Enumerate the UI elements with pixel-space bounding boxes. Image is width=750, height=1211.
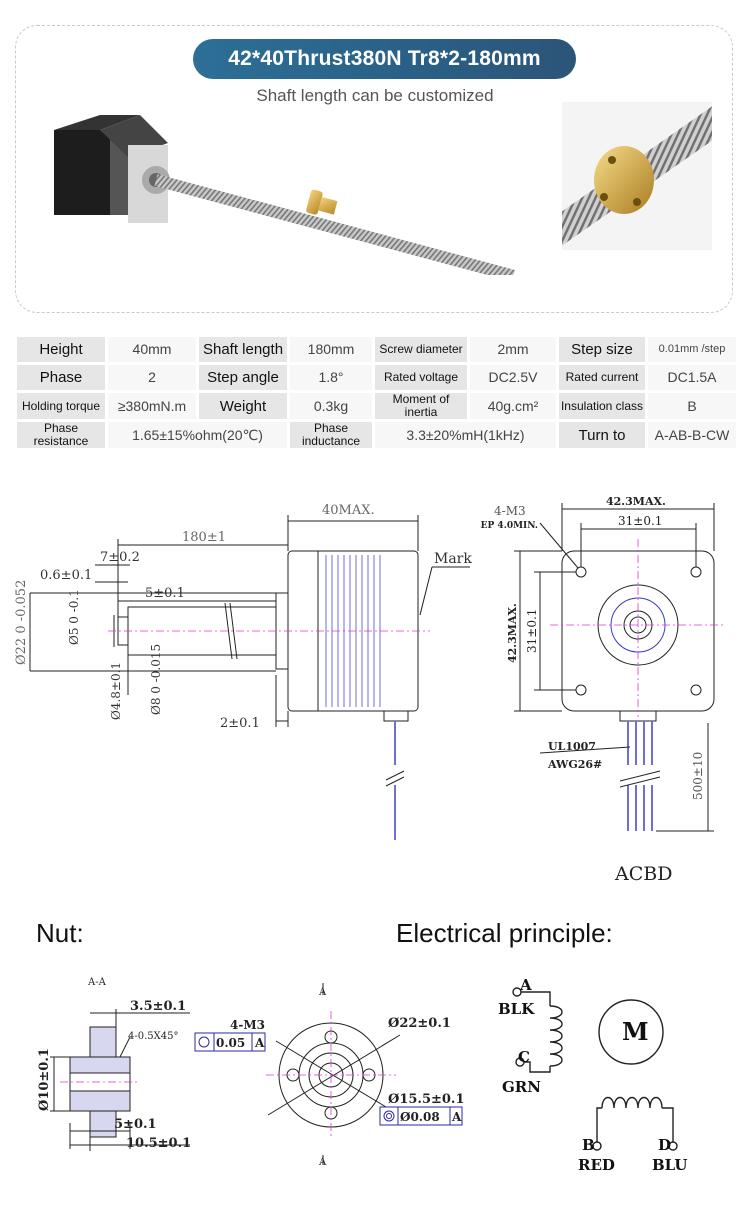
nut-tol-position: 0.05 (216, 1036, 245, 1050)
product-title: 42*40Thrust380N Tr8*2-180mm (193, 39, 576, 79)
spec-value: ≥380mN.m (108, 393, 196, 419)
spec-value: 0.3kg (290, 393, 372, 419)
spec-label: Weight (199, 393, 287, 419)
nut-chamfer: 4-0.5X45° (128, 1031, 179, 1042)
dim-phi-5: Ø5 0 -0.1 (67, 589, 81, 645)
wire-ul: UL1007 (548, 740, 596, 753)
spec-label: Step size (559, 337, 645, 362)
spec-row: Holding torque ≥380mN.m Weight 0.3kg Mom… (17, 393, 736, 419)
spec-value: 180mm (290, 337, 372, 362)
spec-row: Phase resistance 1.65±15%ohm(20℃) Phase … (17, 422, 736, 448)
spec-value: 2mm (470, 337, 556, 362)
mark-label: Mark (434, 551, 472, 567)
spec-label: Insulation class (559, 393, 645, 419)
dim-7: 7±0.2 (100, 550, 140, 565)
dim-phi-4-8: Ø4.8±0.1 (109, 662, 123, 720)
spec-value: 1.65±15%ohm(20℃) (108, 422, 287, 448)
spec-label: Phase (17, 365, 105, 390)
nut-dim-phi-10: Ø10±0.1 (37, 1048, 52, 1111)
spec-value: A-AB-B-CW (648, 422, 736, 448)
terminal-b: B (582, 1136, 595, 1154)
dim-0-6: 0.6±0.1 (40, 568, 92, 583)
motor-product-image (54, 115, 515, 275)
nut-dim-10-5: 10.5±0.1 (126, 1136, 191, 1151)
nut-section-mark-top: A (318, 987, 327, 998)
spec-value: 0.01mm /step (648, 337, 736, 362)
spec-label: Rated current (559, 365, 645, 390)
spec-label: Screw diameter (375, 337, 467, 362)
spec-row: Phase 2 Step angle 1.8° Rated voltage DC… (17, 365, 736, 390)
dim-phi-8: Ø8 0 -0.015 (149, 644, 163, 715)
nut-tol-concentricity: Ø0.08 (400, 1110, 440, 1124)
spec-table: Height 40mm Shaft length 180mm Screw dia… (14, 334, 739, 451)
dim-4-m3: 4-M3 (494, 504, 526, 518)
spec-value: 3.3±20%mH(1kHz) (375, 422, 556, 448)
spec-label: Height (17, 337, 105, 362)
dim-height-31: 31±0.1 (525, 609, 539, 653)
side-view-drawing: 40MAX. 180±1 7±0.2 0.6±0.1 5±0.1 Mark 2±… (14, 503, 472, 840)
nut-dim-phi-15-5: Ø15.5±0.1 (388, 1092, 465, 1107)
nut-drawing: A-A 3.5±0.1 4-0.5X45° Ø10±0.1 5±0.1 10.5… (37, 977, 465, 1168)
dim-length-motor: 40MAX. (322, 503, 375, 518)
spec-label: Phase inductance (290, 422, 372, 448)
dim-width-31: 31±0.1 (618, 514, 662, 528)
terminal-d: D (658, 1136, 671, 1154)
nut-dim-phi-22: Ø22±0.1 (388, 1016, 451, 1031)
dim-lead: 500±10 (691, 752, 705, 800)
spec-label: Holding torque (17, 393, 105, 419)
spec-value: 40g.cm² (470, 393, 556, 419)
dim-phi-22: Ø22 0 -0.052 (14, 580, 29, 665)
spec-value: DC2.5V (470, 365, 556, 390)
spec-label: Shaft length (199, 337, 287, 362)
dim-length-shaft: 180±1 (182, 530, 226, 545)
front-view-drawing: 4-M3 DEEP 4.0MIN. 42.3MAX. 31±0.1 42.3MA… (480, 495, 726, 885)
nut-tol-position-ref: A (254, 1036, 265, 1050)
spec-label: Turn to (559, 422, 645, 448)
nut-tol-concentricity-ref: A (451, 1110, 462, 1124)
wire-order-label: ACBD (614, 863, 672, 885)
nut-dim-5: 5±0.1 (114, 1117, 157, 1132)
wire-blu: BLU (652, 1156, 688, 1174)
nut-closeup-image (562, 102, 712, 250)
motor-symbol: M (622, 1017, 649, 1046)
product-subtitle: Shaft length can be customized (256, 86, 494, 105)
dim-deep: DEEP 4.0MIN. (480, 521, 538, 531)
spec-value: 1.8° (290, 365, 372, 390)
dim-width-max: 42.3MAX. (606, 495, 666, 508)
spec-value: DC1.5A (648, 365, 736, 390)
nut-dim-3-5: 3.5±0.1 (130, 999, 186, 1014)
spec-label: Moment of inertia (375, 393, 467, 419)
wire-red: RED (578, 1156, 615, 1174)
spec-value: 2 (108, 365, 196, 390)
section-title-nut: Nut: (36, 918, 84, 948)
nut-m3: 4-M3 (230, 1018, 265, 1032)
dim-2: 2±0.1 (220, 716, 260, 731)
spec-value: B (648, 393, 736, 419)
product-card (15, 25, 733, 313)
spec-label: Step angle (199, 365, 287, 390)
spec-value: 40mm (108, 337, 196, 362)
terminal-a: A (519, 976, 532, 994)
section-title-electrical: Electrical principle: (396, 918, 613, 948)
electrical-diagram: A BLK C GRN M B RED D BLU (498, 976, 688, 1174)
dim-5: 5±0.1 (145, 586, 185, 601)
wire-grn: GRN (502, 1078, 541, 1096)
wire-awg: AWG26# (547, 758, 602, 771)
terminal-c: C (518, 1048, 530, 1066)
wire-blk: BLK (498, 1000, 535, 1018)
nut-section-mark-bottom: A (318, 1157, 327, 1168)
spec-row: Height 40mm Shaft length 180mm Screw dia… (17, 337, 736, 362)
nut-section-label: A-A (87, 977, 107, 988)
spec-label: Rated voltage (375, 365, 467, 390)
dim-height-max: 42.3MAX. (506, 603, 519, 663)
spec-label: Phase resistance (17, 422, 105, 448)
